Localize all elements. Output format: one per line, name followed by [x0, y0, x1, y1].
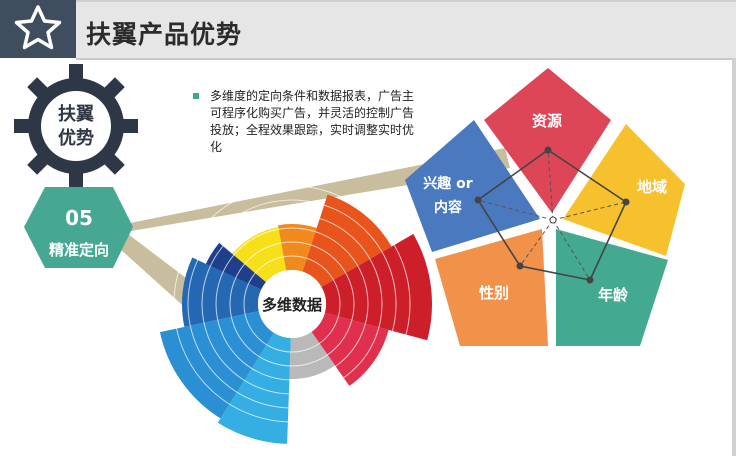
description-text: 多维度的定向条件和数据报表，广告主可程序化购买广告，并灵活的控制广告投放；全程效… — [210, 89, 415, 154]
sector-yellow — [232, 227, 287, 283]
segment-age — [556, 229, 668, 346]
radial-ring — [243, 255, 341, 353]
segment-region — [563, 124, 685, 256]
sector-orange — [278, 224, 317, 272]
right-edge-strip — [732, 58, 736, 456]
badge-number: 05 — [65, 206, 93, 230]
connector-to-pentagon — [120, 148, 510, 232]
label-resource: 资源 — [532, 112, 562, 130]
radar-outline — [476, 149, 628, 281]
label-age: 年龄 — [598, 286, 629, 304]
label-region: 地域 — [637, 178, 667, 196]
center-label: 多维数据 — [262, 296, 322, 314]
bullet-marker — [193, 93, 199, 99]
radial-ring — [201, 213, 383, 395]
gear-text-line2: 优势 — [58, 127, 94, 149]
label-gender: 性别 — [479, 284, 509, 302]
segment-resource — [484, 68, 611, 213]
sector-red-orange — [302, 194, 392, 287]
sector-blue — [159, 311, 274, 419]
sector-red — [321, 234, 432, 341]
header-bar — [0, 0, 736, 58]
sector-navy — [205, 242, 266, 290]
radial-ring — [187, 199, 397, 409]
header-icon-box — [0, 0, 76, 58]
segment-gender — [435, 229, 548, 346]
radial-data-graphic — [159, 185, 432, 444]
sector-grey — [289, 331, 336, 379]
radial-ring — [229, 241, 355, 367]
gear-text-line1: 扶翼 — [58, 103, 94, 125]
gear-icon: 扶翼 优势 — [14, 64, 138, 188]
radial-ring — [215, 227, 369, 381]
sector-crimson — [311, 312, 389, 386]
radial-center — [258, 270, 326, 338]
header-divider — [76, 58, 736, 60]
sector-light-blue — [217, 332, 291, 444]
segment-interest — [405, 120, 540, 252]
pentagon-graphic: 资源 地域 年龄 性别 兴趣 or 内容 — [405, 68, 685, 346]
label-interest-line2: 内容 — [434, 199, 462, 216]
radial-ring — [173, 185, 411, 423]
page-title: 扶翼产品优势 — [86, 20, 243, 49]
star-icon — [14, 5, 62, 50]
badge-label: 精准定向 — [49, 241, 109, 259]
feature-badge: 05 精准定向 — [24, 187, 133, 268]
label-interest-line1: 兴趣 or — [423, 175, 472, 192]
